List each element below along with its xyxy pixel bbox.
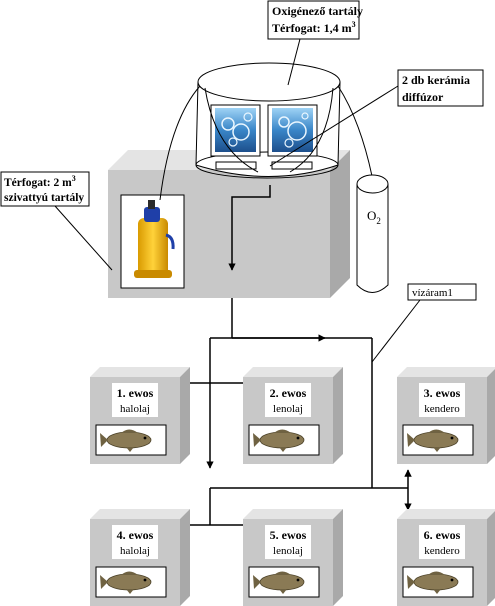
pond-side — [180, 509, 190, 606]
pond-label-box — [265, 525, 311, 559]
pond-oil: lenolaj — [273, 545, 303, 557]
pond-oil: kendero — [424, 545, 460, 557]
o2-cylinder: O2 — [356, 174, 389, 293]
pond-side — [180, 367, 190, 464]
pond-name: 2. ewos — [270, 386, 307, 400]
pond-top — [243, 509, 343, 519]
oxygenator-tank — [195, 62, 341, 179]
pump-motor-cap — [144, 207, 160, 222]
carp-icon — [100, 429, 152, 452]
carp-icon — [253, 429, 305, 452]
pond-side — [487, 511, 495, 606]
oxygenator-rim — [197, 62, 341, 102]
pond-4: 4. ewos halolaj — [90, 509, 190, 606]
pond-label-box — [112, 525, 158, 559]
pond-top — [90, 509, 190, 519]
pond-3: 3. ewos kendero — [397, 367, 495, 464]
pump-tank-label: Térfogat: 2 m3 szivattyú tartály — [0, 171, 113, 271]
pond-name: 3. ewos — [424, 386, 461, 400]
carp-icon — [407, 429, 459, 452]
pond-label-box — [419, 383, 465, 417]
pond-oil: kendero — [424, 403, 460, 415]
pond-top — [397, 509, 495, 519]
pipe-oxy-to-tank — [228, 185, 271, 271]
diffuser-left — [215, 161, 257, 170]
o2-label: O2 — [367, 208, 381, 226]
pond-5: 5. ewos lenolaj — [243, 509, 343, 606]
pond-2: 2. ewos lenolaj — [243, 367, 343, 464]
oxygenator-title: Oxigénező tartály — [272, 4, 363, 18]
carp-icon — [407, 571, 459, 594]
pump-base — [134, 270, 172, 278]
oxygenator-volume: Térfogat: 1,4 m3 — [272, 20, 356, 35]
pond-top — [90, 367, 190, 377]
pond-name: 5. ewos — [270, 528, 307, 542]
pond-side — [333, 509, 343, 606]
support-lines — [159, 85, 373, 201]
pump-body — [138, 218, 168, 276]
pond-side — [333, 367, 343, 464]
pond-oil: halolaj — [120, 403, 150, 415]
ponds: 1. ewos halolaj 2. ewos lenolaj 3. ewos kende… — [90, 367, 495, 606]
diffuser-label: 2 db kerámia diffúzor — [269, 69, 484, 167]
pond-1: 1. ewos halolaj — [90, 367, 190, 464]
pond-top — [243, 367, 343, 377]
flow-label-text: vízáram1 — [412, 287, 453, 299]
piping — [179, 185, 412, 529]
pump-tank-side — [330, 150, 350, 298]
diffuser-right — [271, 161, 313, 170]
pond-6: 6. ewos kendero — [397, 509, 495, 606]
pond-oil: halolaj — [120, 545, 150, 557]
pond-name: 1. ewos — [117, 386, 154, 400]
pump-tank-label-line1: Térfogat: 2 m3 — [4, 174, 76, 189]
pump-outlet — [148, 200, 155, 209]
pump-tank-label-line2: szivattyú tartály — [4, 192, 84, 204]
pond-oil: lenolaj — [273, 403, 303, 415]
diffuser-label-line2: diffúzor — [402, 90, 444, 104]
pond-label-box — [112, 383, 158, 417]
pump-image — [120, 194, 185, 289]
flow-label: vízáram1 — [371, 283, 477, 363]
diffuser-label-line1: 2 db kerámia — [402, 73, 470, 87]
pond-top — [397, 367, 495, 377]
oxygenator-label: Oxigénező tartály Térfogat: 1,4 m3 — [267, 0, 363, 86]
pond-name: 6. ewos — [424, 528, 461, 542]
pump-handle — [165, 233, 175, 250]
pond-name: 4. ewos — [117, 528, 154, 542]
pond-label-box — [265, 383, 311, 417]
pond-label-box — [419, 525, 465, 559]
pond-side — [487, 369, 495, 464]
carp-icon — [253, 571, 305, 594]
carp-icon — [100, 571, 152, 594]
